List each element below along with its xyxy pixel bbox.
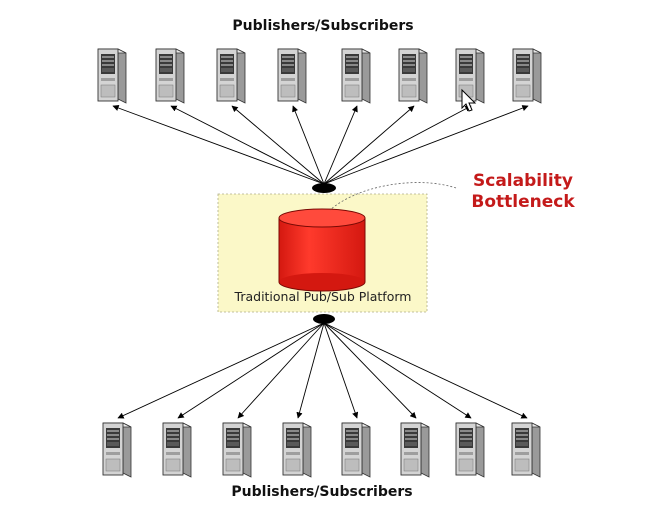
server-tower-icon bbox=[97, 48, 127, 104]
bottom-arrow-8 bbox=[323, 322, 528, 419]
bottom-publishers-label: Publishers/Subscribers bbox=[231, 484, 413, 500]
top-arrow-6 bbox=[323, 105, 415, 185]
top-arrow-3 bbox=[231, 105, 325, 185]
server-tower-icon bbox=[511, 422, 541, 478]
server-tower-icon bbox=[155, 48, 185, 104]
top-hub-icon bbox=[312, 183, 336, 193]
bottom-arrow-6 bbox=[323, 322, 417, 419]
server-tower-icon bbox=[102, 422, 132, 478]
top-connector-lines bbox=[112, 105, 529, 185]
bottom-arrow-2 bbox=[177, 322, 325, 419]
scalability-bottleneck-label: Scalability Bottleneck bbox=[448, 171, 598, 213]
server-tower-icon bbox=[455, 422, 485, 478]
bottom-server-row bbox=[102, 422, 541, 478]
server-tower-icon bbox=[341, 48, 371, 104]
server-tower-icon bbox=[400, 422, 430, 478]
bottom-arrow-3 bbox=[237, 322, 325, 419]
bottom-connector-lines bbox=[117, 322, 528, 419]
top-arrow-2 bbox=[170, 105, 325, 185]
server-tower-icon bbox=[398, 48, 428, 104]
server-tower-icon bbox=[455, 48, 485, 104]
mouse-pointer-icon bbox=[461, 88, 477, 112]
server-tower-icon bbox=[222, 422, 252, 478]
bottom-arrow-4 bbox=[296, 322, 325, 419]
top-arrow-8 bbox=[323, 105, 529, 185]
server-tower-icon bbox=[277, 48, 307, 104]
server-tower-icon bbox=[341, 422, 371, 478]
top-arrow-1 bbox=[112, 105, 325, 185]
top-publishers-label: Publishers/Subscribers bbox=[232, 18, 414, 34]
server-tower-icon bbox=[282, 422, 312, 478]
server-tower-icon bbox=[512, 48, 542, 104]
bottom-arrow-1 bbox=[117, 322, 325, 419]
bottom-arrow-7 bbox=[323, 322, 472, 419]
server-tower-icon bbox=[216, 48, 246, 104]
server-tower-icon bbox=[162, 422, 192, 478]
platform-label: Traditional Pub/Sub Platform bbox=[234, 289, 412, 304]
database-cylinder-icon bbox=[278, 208, 366, 292]
bottom-hub-icon bbox=[313, 314, 335, 324]
top-arrow-5 bbox=[323, 105, 358, 185]
bottom-arrow-5 bbox=[323, 322, 359, 419]
top-server-row bbox=[97, 48, 542, 104]
top-arrow-7 bbox=[323, 105, 472, 185]
bottleneck-pointer-line bbox=[329, 182, 457, 211]
bottleneck-line-2: Bottleneck bbox=[471, 192, 575, 212]
bottleneck-line-1: Scalability bbox=[473, 171, 573, 191]
top-arrow-4 bbox=[292, 105, 325, 185]
